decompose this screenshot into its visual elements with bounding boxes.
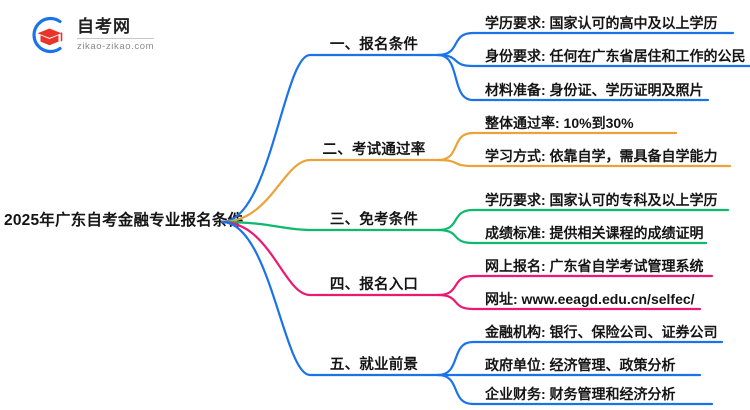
page-title: 2025年广东自考金融专业报名条件 <box>4 212 244 229</box>
leaf-label-4-1[interactable]: 网上报名: 广东省自学考试管理系统 <box>485 258 704 274</box>
branch-label-4[interactable]: 四、报名入口 <box>329 277 419 293</box>
leaf-label-4-2[interactable]: 网址: www.eeagd.edu.cn/selfec/ <box>485 291 695 307</box>
leaf-label-3-2[interactable]: 成绩标准: 提供相关课程的成绩证明 <box>485 225 704 241</box>
leaf-label-5-1[interactable]: 金融机构: 银行、保险公司、证券公司 <box>485 324 718 340</box>
logo-domain: zikao-zikao.com <box>77 41 155 53</box>
site-logo: 自考网 zikao-zikao.com <box>28 12 188 58</box>
logo-title: 自考网 <box>77 18 155 40</box>
branch-label-5[interactable]: 五、就业前景 <box>329 357 419 373</box>
branch-label-3[interactable]: 三、免考条件 <box>329 212 419 228</box>
graduation-cap-icon <box>28 14 70 56</box>
leaf-label-1-3[interactable]: 材料准备: 身份证、学历证明及照片 <box>485 82 704 98</box>
leaf-label-3-1[interactable]: 学历要求: 国家认可的专科及以上学历 <box>485 192 718 208</box>
leaf-label-2-1[interactable]: 整体通过率: 10%到30% <box>485 115 634 131</box>
leaf-label-1-1[interactable]: 学历要求: 国家认可的高中及以上学历 <box>485 15 718 31</box>
leaf-label-5-2[interactable]: 政府单位: 经济管理、政策分析 <box>485 357 676 373</box>
leaf-label-1-2[interactable]: 身份要求: 任何在广东省居住和工作的公民 <box>485 48 746 64</box>
branch-label-2[interactable]: 二、考试通过率 <box>322 142 426 158</box>
leaf-label-5-3[interactable]: 企业财务: 财务管理和经济分析 <box>485 386 676 402</box>
leaf-label-2-2[interactable]: 学习方式: 依靠自学，需具备自学能力 <box>485 148 718 164</box>
branch-label-1[interactable]: 一、报名条件 <box>329 37 419 53</box>
